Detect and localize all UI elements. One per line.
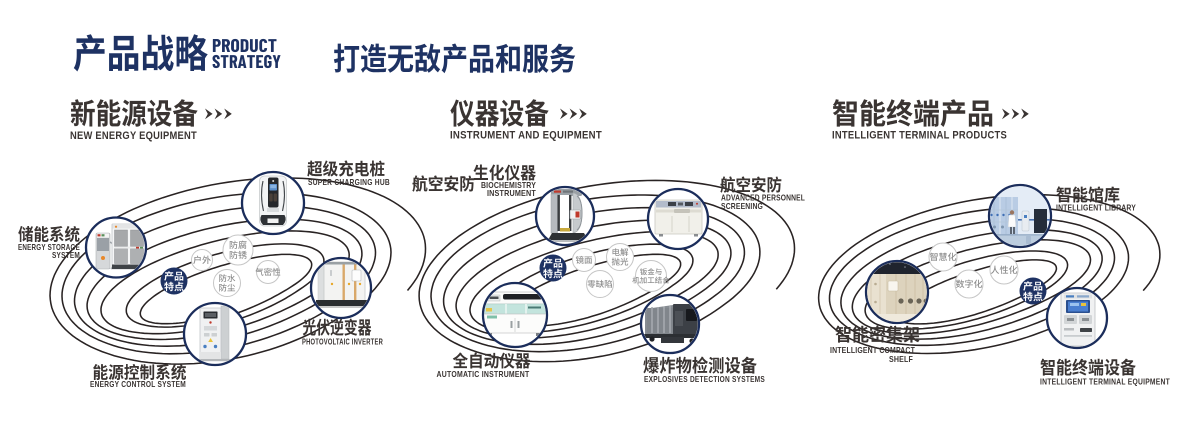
svg-text:SCREENING: SCREENING xyxy=(721,202,763,211)
svg-text:INTELLIGENT TERMINAL EQUIPMENT: INTELLIGENT TERMINAL EQUIPMENT xyxy=(1040,378,1170,387)
svg-text:INTELLIGENT TERMINAL PRODUCTS: INTELLIGENT TERMINAL PRODUCTS xyxy=(832,130,1007,142)
svg-text:SYSTEM: SYSTEM xyxy=(52,251,80,260)
svg-text:ENERGY CONTROL SYSTEM: ENERGY CONTROL SYSTEM xyxy=(90,380,186,389)
svg-text:AUTOMATIC INSTRUMENT: AUTOMATIC INSTRUMENT xyxy=(437,370,530,379)
svg-text:INSTRUMENT: INSTRUMENT xyxy=(487,189,536,198)
svg-text:BIOCHEMISTRY: BIOCHEMISTRY xyxy=(481,181,536,190)
svg-text:EXPLOSIVES DETECTION SYSTEMS: EXPLOSIVES DETECTION SYSTEMS xyxy=(644,375,765,384)
svg-text:PHOTOVOLTAIC INVERTER: PHOTOVOLTAIC INVERTER xyxy=(302,338,383,347)
svg-text:SHELF: SHELF xyxy=(889,355,913,364)
svg-text:SUPER CHARGING HUB: SUPER CHARGING HUB xyxy=(308,178,390,187)
svg-text:INSTRUMENT AND EQUIPMENT: INSTRUMENT AND EQUIPMENT xyxy=(450,130,602,142)
svg-text:ADVANCED PERSONNEL: ADVANCED PERSONNEL xyxy=(721,194,805,203)
svg-text:NEW ENERGY EQUIPMENT: NEW ENERGY EQUIPMENT xyxy=(70,130,197,142)
svg-text:INTELLIGENT LIBRARY: INTELLIGENT LIBRARY xyxy=(1056,204,1136,213)
svg-text:ENERGY STORAGE: ENERGY STORAGE xyxy=(18,243,80,252)
svg-text:INTELLIGENT COMPACT: INTELLIGENT COMPACT xyxy=(830,346,915,355)
